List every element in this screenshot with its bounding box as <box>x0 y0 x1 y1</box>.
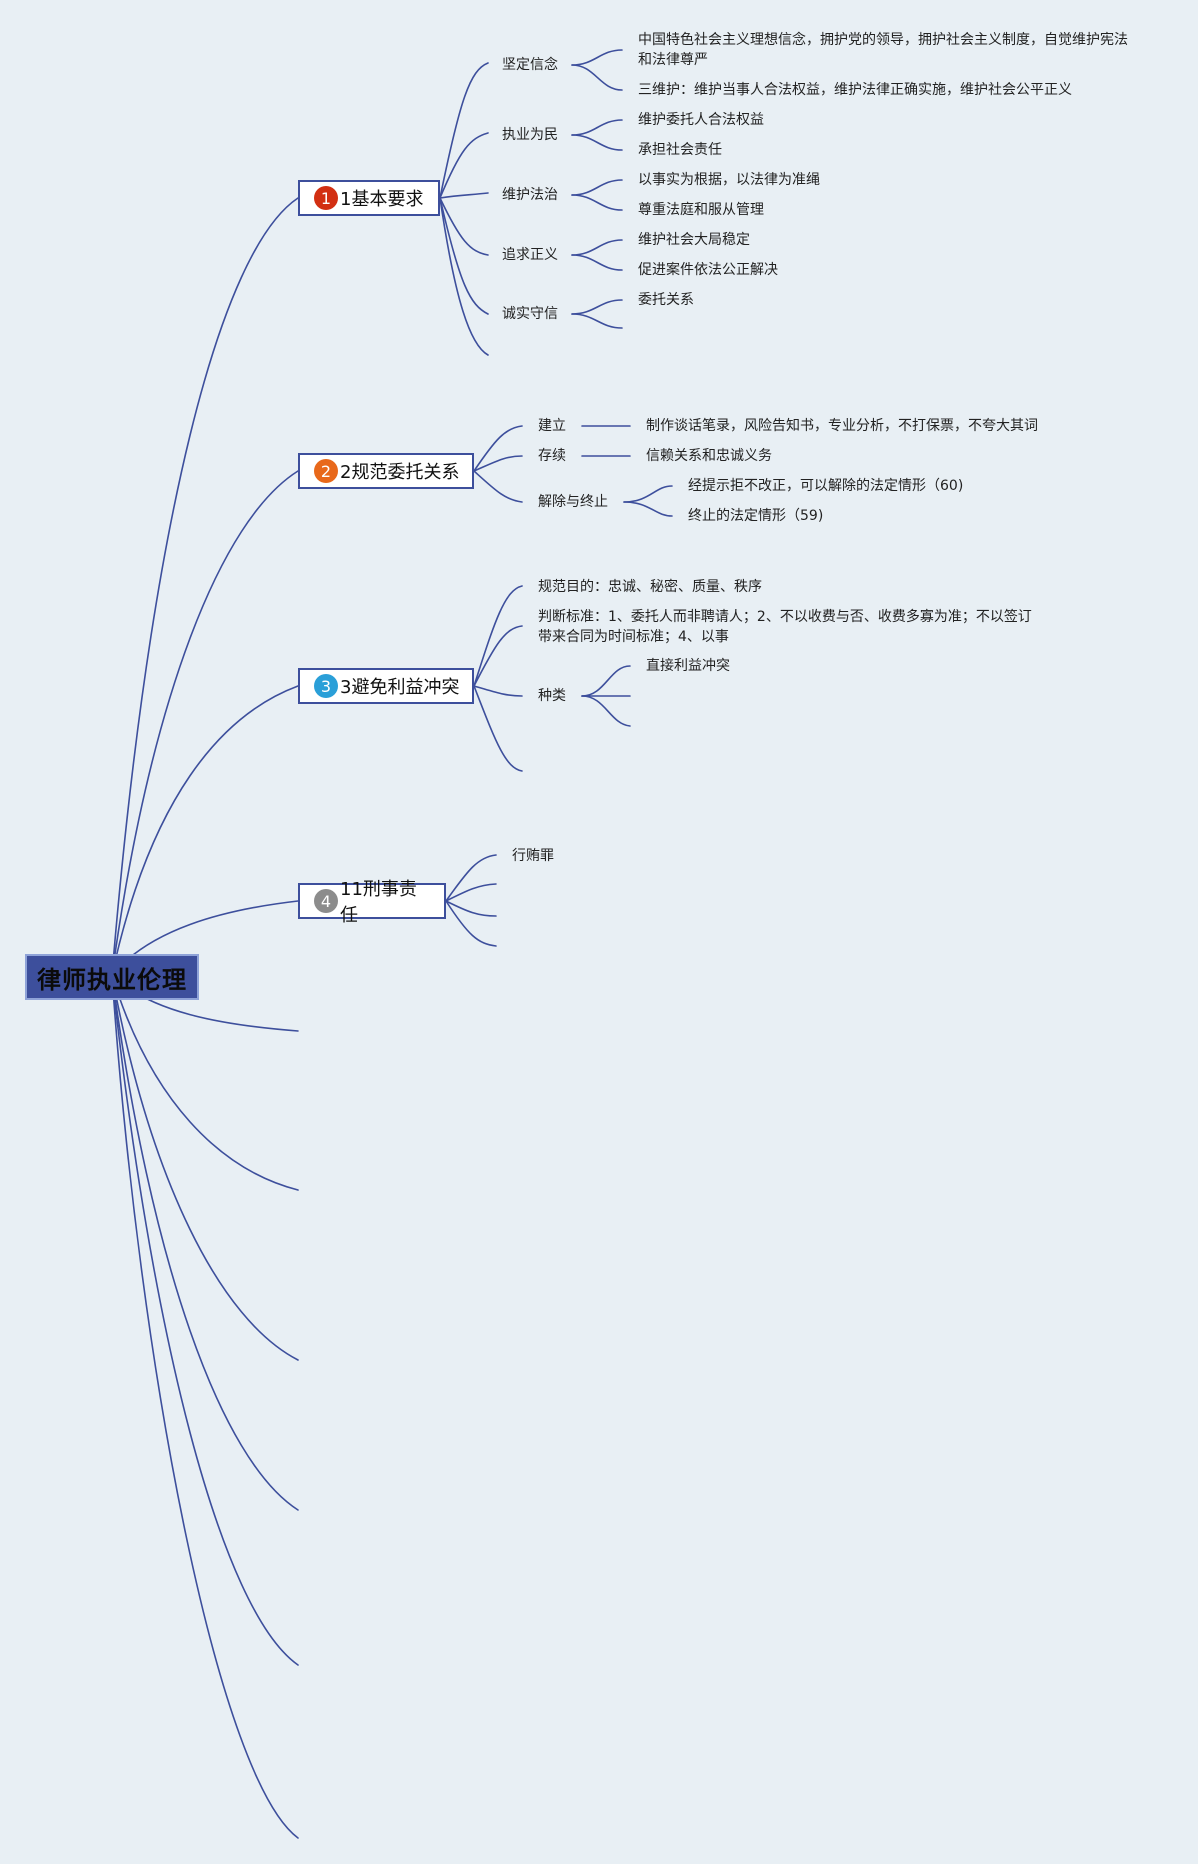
leaf-fair-resolution[interactable]: 促进案件依法公正解决 <box>638 262 778 278</box>
b1-to-chengshi <box>439 197 489 315</box>
b1-to-zhiye <box>439 132 489 199</box>
node-establish[interactable]: 建立 <box>538 418 566 434</box>
node-termination[interactable]: 解除与终止 <box>538 494 608 510</box>
branch-criminal-liability[interactable]: 4 11刑事责任 <box>298 879 446 926</box>
branch-basic-requirements[interactable]: 1 1基本要求 <box>298 180 440 216</box>
root-to-empty-branch-4 <box>111 974 299 1511</box>
priority-4-icon: 4 <box>314 889 338 913</box>
leaf-interview-record[interactable]: 制作谈话笔录，风险告知书，专业分析，不打保票，不夸大其词 <box>646 418 1038 434</box>
branch-label: 3避免利益冲突 <box>340 677 460 698</box>
priority-1-icon: 1 <box>314 186 338 210</box>
leaf-rescind-conditions[interactable]: 经提示拒不改正，可以解除的法定情形（60) <box>688 478 964 494</box>
root-to-empty-branch-6 <box>111 974 299 1839</box>
node-jianding-xinnian[interactable]: 坚定信念 <box>502 57 558 73</box>
root-to-empty-branch-2 <box>111 974 299 1191</box>
node-chengshi-shouxin[interactable]: 诚实守信 <box>502 306 558 322</box>
node-types[interactable]: 种类 <box>538 688 566 704</box>
b1-to-weihu <box>439 192 489 199</box>
b1-to-jianding <box>439 62 489 199</box>
leaf-ideal-belief[interactable]: 中国特色社会主义理想信念，拥护党的领导，拥护社会主义制度，自觉维护宪法和法律尊严 <box>638 32 1128 68</box>
priority-2-icon: 2 <box>314 459 338 483</box>
leaf-social-stability[interactable]: 维护社会大局稳定 <box>638 232 750 248</box>
leaf-social-responsibility[interactable]: 承担社会责任 <box>638 142 722 158</box>
root-to-branch-1 <box>111 197 299 976</box>
leaf-entrust-relation[interactable]: 委托关系 <box>638 292 694 308</box>
node-bribery[interactable]: 行贿罪 <box>512 848 554 864</box>
b1-to-zhuiqiu <box>439 197 489 256</box>
node-continue[interactable]: 存续 <box>538 448 566 464</box>
node-zhiye-weimin[interactable]: 执业为民 <box>502 127 558 143</box>
root-to-branch-2 <box>111 470 299 976</box>
branch-conflict-of-interest[interactable]: 3 3避免利益冲突 <box>298 668 474 704</box>
leaf-fact-basis[interactable]: 以事实为根据，以法律为准绳 <box>638 172 820 188</box>
branch-entrust-relation[interactable]: 2 2规范委托关系 <box>298 453 474 489</box>
root-to-branch-3 <box>111 685 299 976</box>
leaf-client-rights[interactable]: 维护委托人合法权益 <box>638 112 764 128</box>
leaf-direct-conflict[interactable]: 直接利益冲突 <box>646 658 730 674</box>
branch-label: 11刑事责任 <box>340 879 417 926</box>
leaf-termination-conditions[interactable]: 终止的法定情形（59) <box>688 508 824 524</box>
leaf-trust-loyalty[interactable]: 信赖关系和忠诚义务 <box>646 448 772 464</box>
node-purpose[interactable]: 规范目的：忠诚、秘密、质量、秩序 <box>538 579 762 595</box>
node-weihu-fazhi[interactable]: 维护法治 <box>502 187 558 203</box>
node-zhuiqiu-zhengyi[interactable]: 追求正义 <box>502 247 558 263</box>
root-to-empty-branch-3 <box>111 974 299 1361</box>
node-criteria[interactable]: 判断标准：1、委托人而非聘请人；2、不以收费与否、收费多寡为准；不以签订带来合同… <box>538 609 1032 645</box>
leaf-respect-court[interactable]: 尊重法庭和服从管理 <box>638 202 764 218</box>
root-to-empty-branch-5 <box>111 974 299 1666</box>
root-node[interactable]: 律师执业伦理 <box>25 954 199 1000</box>
branch-label: 2规范委托关系 <box>340 462 460 483</box>
branch-label: 1基本要求 <box>340 189 424 210</box>
leaf-three-maintain[interactable]: 三维护：维护当事人合法权益，维护法律正确实施，维护社会公平正义 <box>638 82 1072 98</box>
priority-3-icon: 3 <box>314 674 338 698</box>
b1-to-empty <box>439 197 489 356</box>
